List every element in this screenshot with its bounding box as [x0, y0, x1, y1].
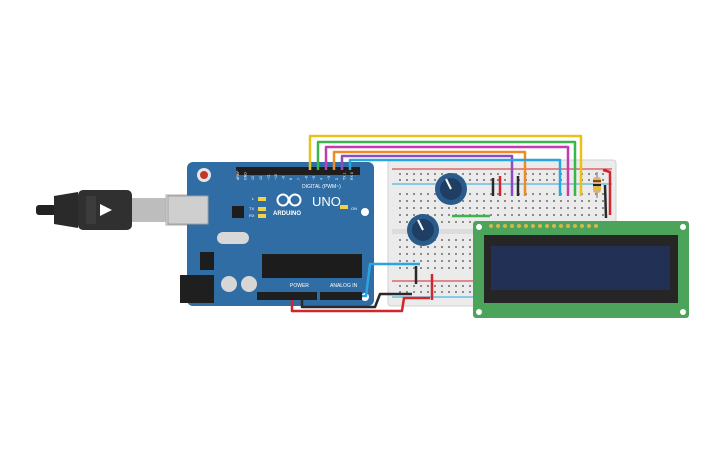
power-label: POWER [290, 283, 309, 289]
digital-label: DIGITAL (PWM~) [302, 184, 341, 190]
lcd-pin [594, 224, 598, 228]
lcd-pin [580, 224, 584, 228]
digital-header [236, 167, 360, 175]
analog-label: ANALOG IN [330, 283, 358, 289]
arduino-brand-label: ARDUINO [273, 211, 301, 217]
digital-pin-label: ~10 [274, 174, 278, 180]
l-label: L [252, 196, 255, 201]
lcd-16x2[interactable] [473, 221, 689, 318]
lcd-pin [545, 224, 549, 228]
wire-cyan-top [348, 158, 562, 196]
wire-magenta [324, 145, 570, 196]
rx-label: RX [249, 213, 255, 218]
lcd-pin [489, 224, 493, 228]
arduino-uno-board[interactable]: ARDUINO UNO DIGITAL (PWM~) POWER ANALOG … [167, 162, 374, 306]
lcd-pin [524, 224, 528, 228]
lcd-pin [538, 224, 542, 228]
wire-yellow [308, 134, 583, 196]
potentiometer-1[interactable] [435, 173, 467, 205]
atmega-chip [262, 254, 362, 278]
digital-pin-label: 4 [320, 178, 324, 180]
digital-pin-label: AREF [236, 171, 240, 180]
lcd-pin [496, 224, 500, 228]
wire-orange [332, 150, 527, 196]
lcd-pin [566, 224, 570, 228]
digital-pin-label: RX 0 [350, 172, 354, 180]
digital-pin-label: 7 [297, 178, 301, 180]
lcd-pin-header [489, 224, 598, 228]
digital-pin-label: TX 1 [342, 173, 346, 180]
lcd-pin [503, 224, 507, 228]
digital-pin-label: ~9 [282, 176, 286, 180]
digital-pin-label: ~3 [327, 176, 331, 180]
digital-pin-label: ~11 [266, 174, 270, 180]
digital-pin-label: ~6 [304, 176, 308, 180]
arduino-logo [276, 193, 302, 207]
lcd-pin [531, 224, 535, 228]
lcd-pin [510, 224, 514, 228]
uno-model-label: UNO [312, 194, 341, 209]
resistor[interactable] [593, 172, 601, 198]
usb-icon [100, 204, 112, 216]
lcd-pin [552, 224, 556, 228]
digital-pin-label: ~5 [312, 176, 316, 180]
analog-header [320, 292, 362, 300]
lcd-pin [517, 224, 521, 228]
wire-red-5v [290, 296, 430, 313]
power-header [257, 292, 317, 300]
on-label: ON [351, 206, 357, 211]
wires[interactable] [290, 134, 612, 313]
lcd-pin [559, 224, 563, 228]
lcd-screen [491, 246, 670, 290]
wire-cyan-a [362, 262, 420, 298]
digital-pin-label: 12 [259, 176, 263, 180]
wire-black-right [603, 184, 608, 219]
digital-pin-label: GND [244, 172, 248, 180]
wire-green [316, 140, 577, 196]
digital-pin-label: 8 [289, 178, 293, 180]
wire-black-gnd [300, 292, 412, 309]
digital-pin-label: 2 [335, 178, 339, 180]
tx-label: TX [249, 206, 254, 211]
potentiometer-2[interactable] [407, 214, 439, 246]
lcd-pin [587, 224, 591, 228]
digital-pin-label: 13 [251, 176, 255, 180]
wire-red-right [602, 168, 612, 215]
lcd-pin [573, 224, 577, 228]
wire-purple [340, 154, 514, 196]
